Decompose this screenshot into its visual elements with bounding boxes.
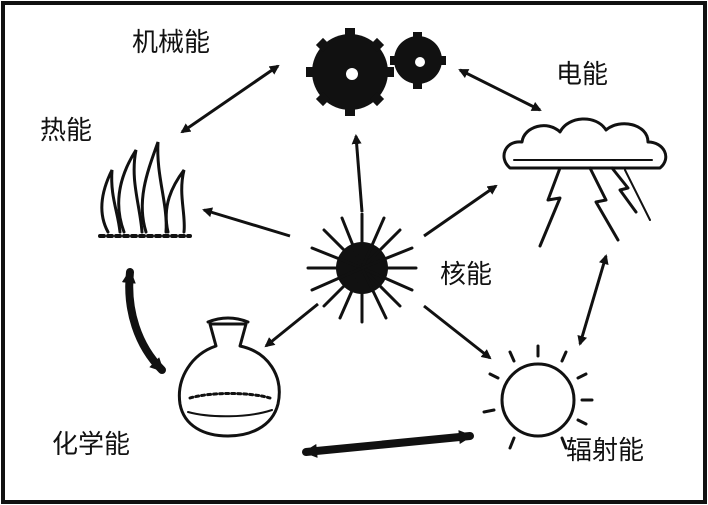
arrow-chemical-radiant xyxy=(302,430,474,458)
arrow-electrical-radiant xyxy=(577,254,609,346)
sun-icon xyxy=(482,344,594,450)
label-heat-energy: 热能 xyxy=(40,116,93,146)
arrow-nuclear-to-chemical xyxy=(264,302,319,348)
arrow-nuclear-to-heat xyxy=(202,207,291,238)
arrow-heat-mechanical xyxy=(180,64,280,134)
label-electrical-energy: 电能 xyxy=(556,60,609,90)
flame-icon xyxy=(98,141,192,238)
label-mechanical-energy: 机械能 xyxy=(132,28,211,58)
arrow-heat-chemical xyxy=(121,268,166,374)
label-radiant-energy: 辐射能 xyxy=(566,436,645,466)
gears-icon xyxy=(306,28,446,116)
flask-icon xyxy=(177,316,281,438)
arrow-nuclear-to-electrical xyxy=(423,184,498,238)
label-chemical-energy: 化学能 xyxy=(52,430,131,460)
arrow-mechanical-electrical xyxy=(458,68,542,112)
arrow-nuclear-to-mechanical xyxy=(351,134,364,213)
label-nuclear-energy: 核能 xyxy=(440,260,493,290)
lightning-cloud-icon xyxy=(502,117,668,248)
atom-burst-icon xyxy=(306,212,418,324)
arrow-nuclear-to-radiant xyxy=(423,304,492,360)
